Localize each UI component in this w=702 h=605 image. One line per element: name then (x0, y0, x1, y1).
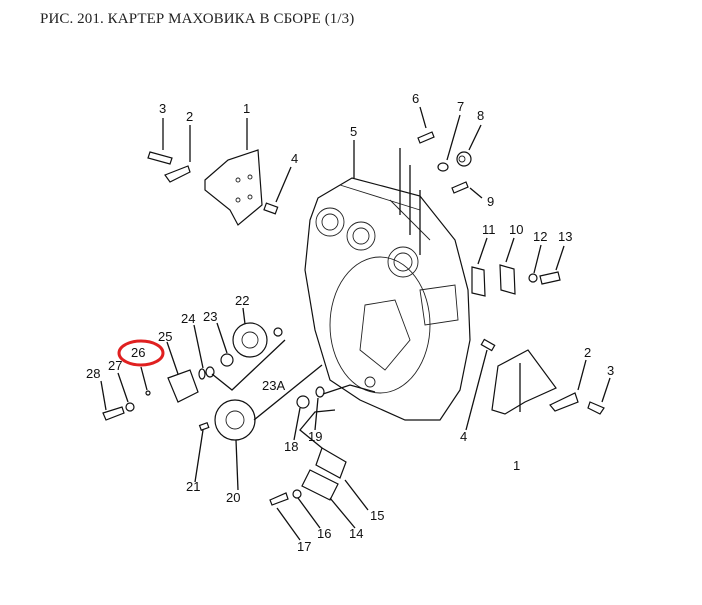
part-label-26: 26 (131, 345, 145, 360)
part-label-27: 27 (108, 358, 122, 373)
part-label-22: 22 (235, 293, 249, 308)
part-number-labels: 1 2 3 4 5 6 7 8 9 11 10 12 13 2 3 4 1 22… (86, 91, 614, 554)
part-label-2-upper: 2 (186, 109, 193, 124)
bracket-assembly-lower (480, 338, 605, 415)
part-label-4-lower: 4 (460, 429, 467, 444)
part-label-21: 21 (186, 479, 200, 494)
gear-train (102, 322, 325, 441)
part-label-23A: 23A (262, 378, 285, 393)
part-label-20: 20 (226, 490, 240, 505)
part-label-3-upper: 3 (159, 101, 166, 116)
part-label-24: 24 (181, 311, 195, 326)
part-label-3-lower: 3 (607, 363, 614, 378)
part-label-17: 17 (297, 539, 311, 554)
flywheel-housing (304, 177, 471, 421)
part-label-13: 13 (558, 229, 572, 244)
figure-title: РИС. 201. КАРТЕР МАХОВИКА В СБОРЕ (1/3) (40, 11, 355, 27)
leader-lines (100, 106, 611, 541)
part-label-2-lower: 2 (584, 345, 591, 360)
cover-plates-right (471, 264, 561, 297)
part-label-25: 25 (158, 329, 172, 344)
part-label-8: 8 (477, 108, 484, 123)
part-label-12: 12 (533, 229, 547, 244)
part-label-23: 23 (203, 309, 217, 324)
bracket-assembly-upper (147, 149, 279, 226)
part-label-5: 5 (350, 124, 357, 139)
part-label-14: 14 (349, 526, 363, 541)
part-label-9: 9 (487, 194, 494, 209)
highlight-circle-part-26 (117, 339, 165, 367)
part-label-16: 16 (317, 526, 331, 541)
part-label-1-upper: 1 (243, 101, 250, 116)
part-label-19: 19 (308, 429, 322, 444)
part-label-6: 6 (412, 91, 419, 106)
part-label-1-lower: 1 (513, 458, 520, 473)
bolts-and-plug (417, 131, 472, 194)
part-label-4-upper: 4 (291, 151, 298, 166)
part-label-28: 28 (86, 366, 100, 381)
lower-cover-plates (269, 447, 347, 506)
part-label-18: 18 (284, 439, 298, 454)
part-label-15: 15 (370, 508, 384, 523)
part-label-11: 11 (482, 222, 496, 237)
part-label-10: 10 (509, 222, 523, 237)
part-label-7: 7 (457, 99, 464, 114)
